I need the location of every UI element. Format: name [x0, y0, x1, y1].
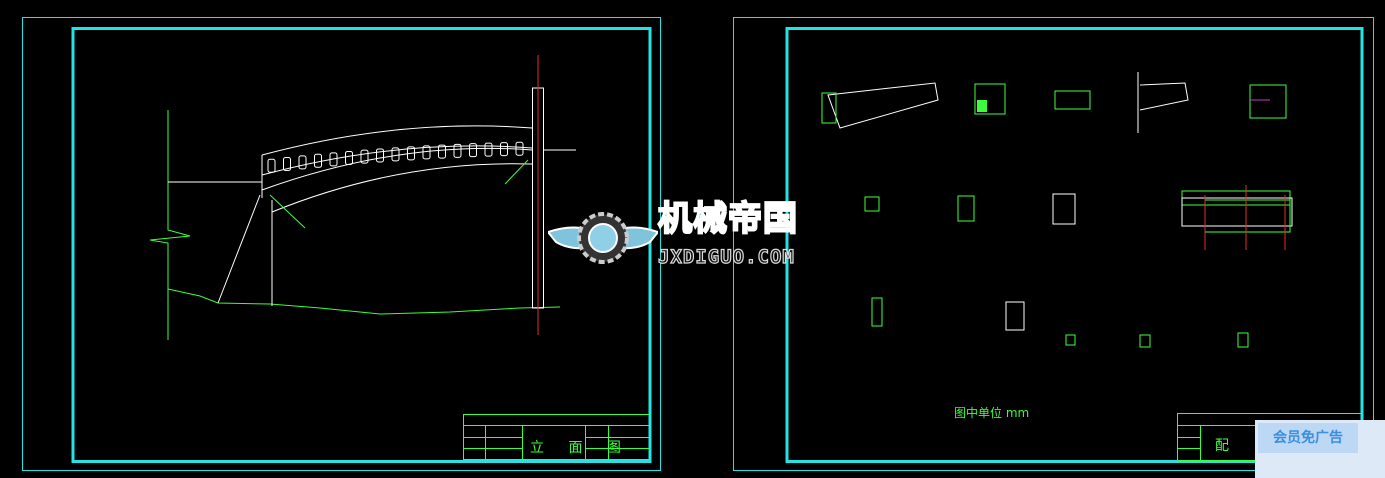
baluster [329, 152, 338, 167]
baluster [422, 145, 431, 160]
baluster [469, 143, 477, 158]
baluster [283, 157, 291, 172]
winged-gear-icon [548, 212, 658, 264]
baluster [391, 147, 400, 162]
baluster [267, 158, 276, 173]
drawing-title-left: 立 面 图 [530, 440, 631, 456]
baluster [298, 155, 307, 170]
baluster [345, 150, 353, 165]
watermark-logo: 机械帝国 JXDIGUO.COM [548, 199, 848, 274]
baluster [515, 141, 524, 156]
units-note: 图中单位 mm [954, 406, 1030, 420]
baluster [407, 146, 415, 161]
baluster [453, 143, 462, 158]
sheet-left-outer-border [22, 17, 661, 471]
baluster [314, 153, 322, 168]
watermark-domain: JXDIGUO.COM [657, 245, 795, 268]
drawing-title-right: 配 [1215, 438, 1229, 454]
sheet-right-outer-border [733, 17, 1374, 471]
baluster [484, 142, 493, 157]
sheet-right-inner-border [785, 27, 1364, 463]
elevation-drawing [149, 55, 576, 340]
baluster [360, 149, 369, 164]
detail-drawings [821, 72, 1293, 348]
ad-panel: 会员免广告 [1255, 420, 1385, 478]
baluster [438, 144, 446, 159]
baluster [376, 148, 384, 163]
baluster [500, 142, 508, 157]
title-block-left [463, 414, 650, 460]
sheet-left-inner-border [71, 27, 652, 463]
watermark-chinese: 机械帝国 [657, 199, 798, 239]
remove-ads-button[interactable]: 会员免广告 [1258, 423, 1358, 453]
